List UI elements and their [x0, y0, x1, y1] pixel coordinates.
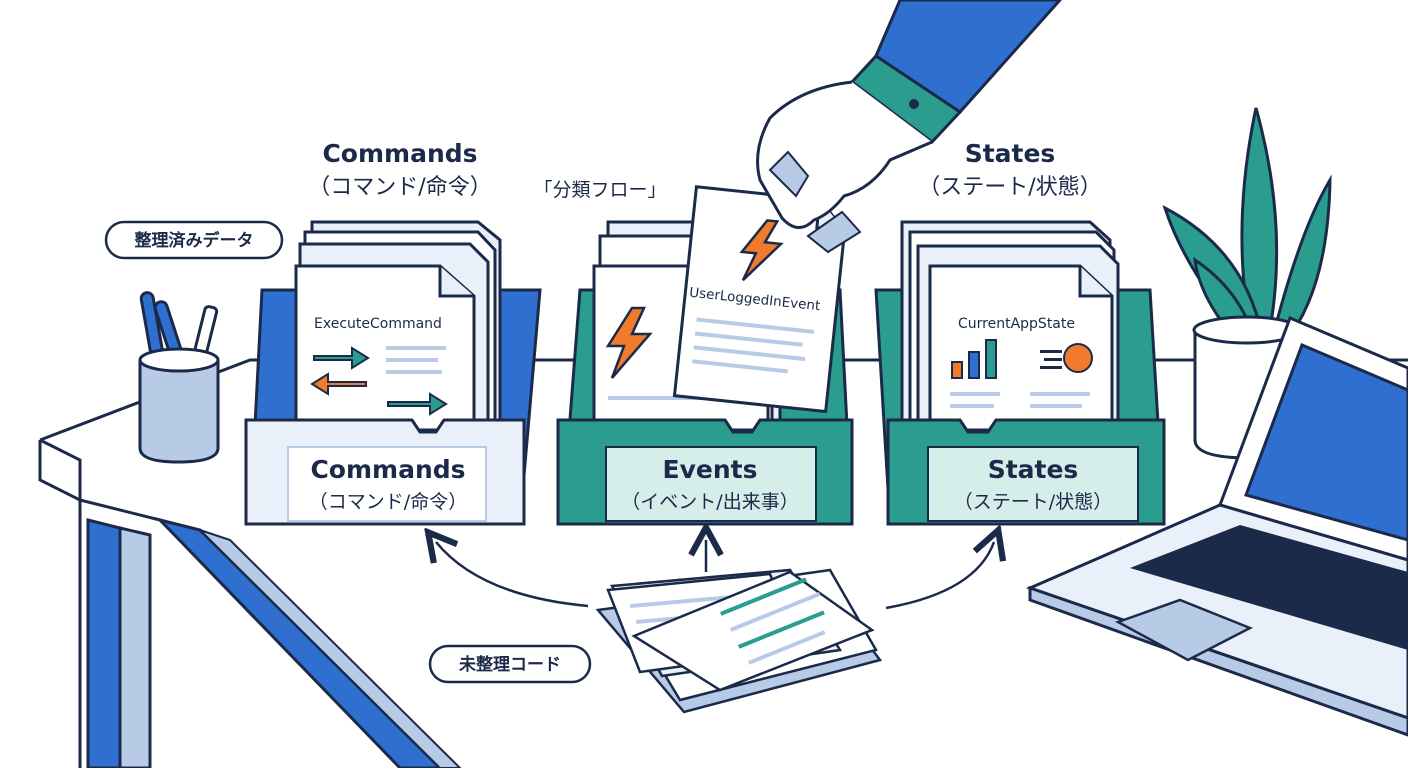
- organized-data-label: 整理済みデータ: [135, 230, 254, 251]
- desk: [38, 358, 1408, 768]
- laptop-icon: [1025, 316, 1408, 737]
- hand-icon: [756, 0, 1063, 254]
- states-heading-subtitle: （ステート/状態）: [918, 175, 1101, 200]
- commands-box-subtitle: （コマンド/命令）: [309, 491, 467, 513]
- states-document: CurrentAppState: [928, 264, 1114, 432]
- arrow-to-commands: [436, 542, 589, 608]
- commands-heading-subtitle: （コマンド/命令）: [308, 175, 491, 200]
- pen-holder-icon: [138, 291, 220, 464]
- states-tray: CurrentAppState States （ステート/状態）: [874, 220, 1166, 526]
- lightning-icon: [605, 306, 653, 379]
- unsorted-paper-pile: [595, 568, 883, 714]
- status-dot-icon: [1040, 343, 1093, 373]
- commands-document: ExecuteCommand: [294, 264, 476, 432]
- states-box-subtitle: （ステート/状態）: [954, 491, 1112, 513]
- events-box-title: Events: [663, 455, 758, 484]
- bar-chart-icon: [951, 339, 997, 379]
- commands-box-title: Commands: [310, 455, 465, 484]
- events-box-subtitle: （イベント/出来事）: [621, 491, 798, 513]
- commands-doc-title: ExecuteCommand: [314, 316, 442, 332]
- unsorted-code-label: 未整理コード: [458, 654, 561, 675]
- organized-data-badge: 整理済みデータ: [104, 220, 284, 260]
- flow-label: 「分類フロー」: [533, 179, 666, 201]
- commands-heading: Commands: [322, 139, 477, 168]
- lightning-icon: [739, 219, 784, 282]
- incoming-event-document: UserLoggedInEvent: [672, 185, 847, 414]
- states-doc-title: CurrentAppState: [958, 316, 1075, 332]
- commands-tray: ExecuteCommand Commands （コマンド/命令）: [244, 220, 542, 526]
- states-heading: States: [965, 139, 1056, 168]
- flow-arrows: [436, 540, 994, 610]
- states-box-title: States: [988, 455, 1079, 484]
- unsorted-code-badge: 未整理コード: [428, 644, 592, 684]
- arrow-to-states: [885, 542, 994, 610]
